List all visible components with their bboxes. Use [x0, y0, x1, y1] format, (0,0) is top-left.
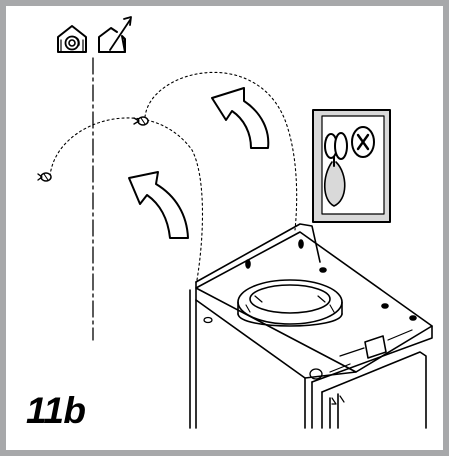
- exhaust-collar: [237, 279, 343, 327]
- recirculation-mode-icon: [57, 25, 87, 53]
- arrow-icon: [211, 87, 270, 149]
- screw-icon: [133, 116, 149, 126]
- dotted-path-left: [49, 117, 204, 281]
- screw-detail-inset: [312, 109, 391, 223]
- screw-icon: [37, 172, 52, 182]
- extraction-mode-icon: [98, 16, 132, 53]
- step-label: 11b: [26, 390, 86, 431]
- arrow-icon: [128, 171, 189, 239]
- hood-cabinet: [189, 223, 433, 429]
